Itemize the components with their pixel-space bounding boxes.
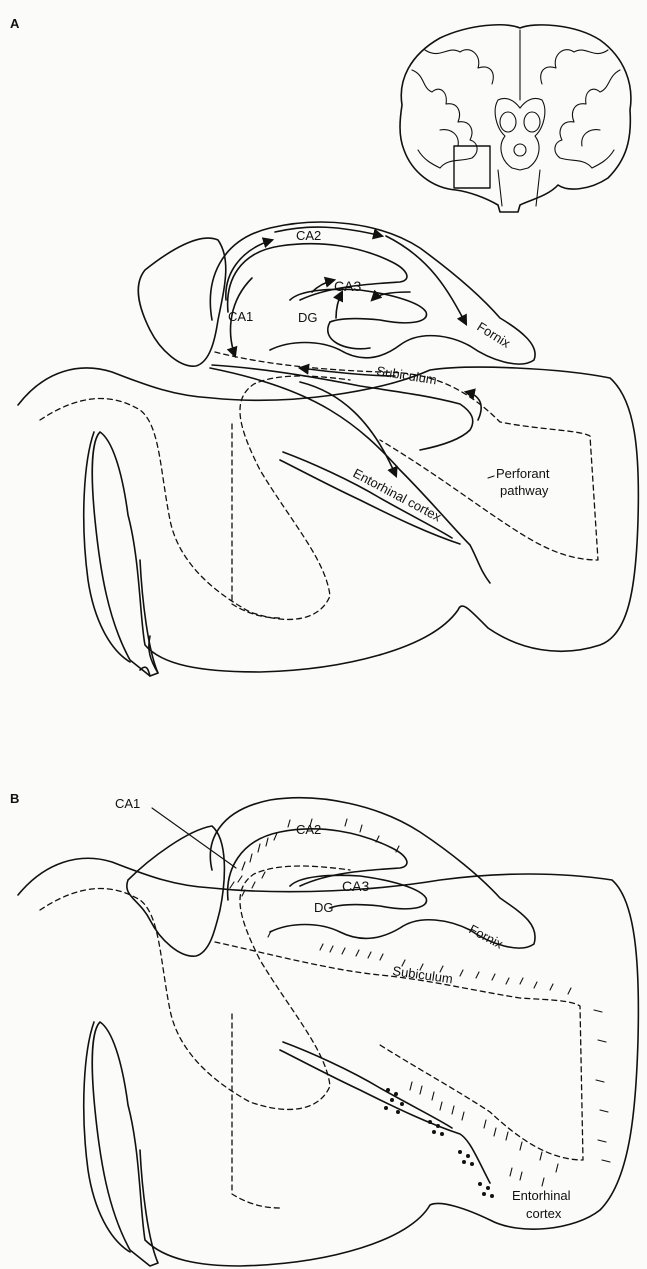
label-subiculum-b: Subiculum [392, 963, 454, 986]
label-fornix-b: Fornix [467, 921, 506, 951]
coronal-brain-inset [400, 25, 631, 212]
label-ca2: CA2 [296, 228, 321, 243]
label-dg-b: DG [314, 900, 334, 915]
label-entorhinal-b: Entorhinal [512, 1188, 571, 1203]
inset-box [454, 146, 490, 188]
panel-a: A [10, 16, 638, 676]
stellate-cell-clusters [384, 1088, 494, 1198]
label-perforant: Perforant [496, 466, 550, 481]
temporal-lobe-outline-b [18, 858, 638, 1266]
label-entorhinal-cortex: Entorhinal cortex [351, 465, 445, 524]
label-dg: DG [298, 310, 318, 325]
hippocampal-inner-layer [228, 244, 407, 312]
label-ca2-b: CA2 [296, 822, 321, 837]
amygdala [138, 238, 226, 366]
temporal-inner-fold [84, 432, 130, 662]
label-cortex-b: cortex [526, 1206, 562, 1221]
label-pathway: pathway [500, 483, 549, 498]
panel-b-letter: B [10, 791, 19, 806]
label-ca3-b: CA3 [342, 878, 369, 894]
temporal-lobe-outline [18, 367, 638, 676]
panel-a-letter: A [10, 16, 20, 31]
panel-b: B [10, 791, 638, 1266]
hippocampal-inner-layer-b [228, 829, 407, 900]
label-ca1: CA1 [228, 309, 253, 324]
label-ca3: CA3 [334, 278, 361, 294]
hippocampal-outer-layer-b [210, 798, 535, 948]
label-subiculum: Subiculum [376, 363, 438, 387]
label-ca1-b: CA1 [115, 796, 140, 811]
temporal-inner-fold-b [84, 1022, 130, 1252]
amygdala-b [127, 826, 225, 956]
hippocampal-outer-layer [210, 222, 535, 364]
